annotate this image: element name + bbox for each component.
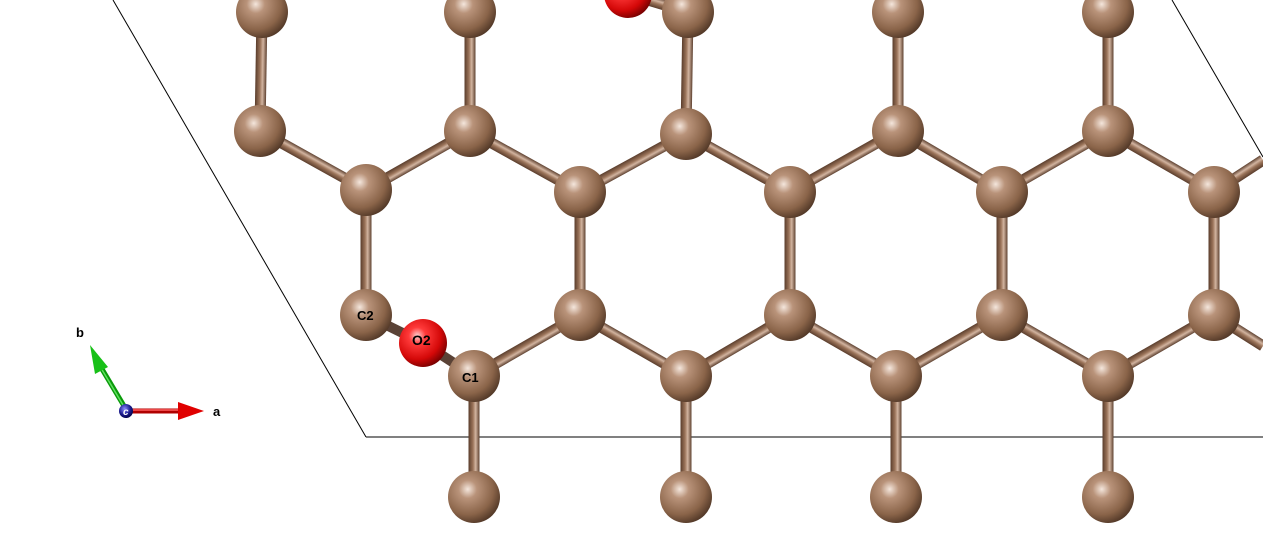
bond xyxy=(468,376,480,497)
carbon-atom[interactable] xyxy=(872,0,924,38)
axis-b-label: b xyxy=(76,325,84,340)
bond xyxy=(680,11,694,135)
bond xyxy=(999,310,1111,381)
atom-labels: C2 O2 C1 xyxy=(357,308,479,385)
carbon-atom[interactable] xyxy=(872,105,924,157)
carbon-atom[interactable] xyxy=(1082,0,1134,38)
bond xyxy=(574,192,586,315)
bond xyxy=(467,126,583,197)
carbon-atom[interactable] xyxy=(764,166,816,218)
bond xyxy=(680,376,692,497)
bond xyxy=(787,126,901,197)
axis-b-shaft-highlight xyxy=(97,362,127,411)
carbon-atom[interactable] xyxy=(444,105,496,157)
unit-cell-edge-left xyxy=(112,0,367,438)
carbon-atom[interactable] xyxy=(1082,105,1134,157)
carbon-atom[interactable] xyxy=(660,108,712,160)
carbon-atom[interactable] xyxy=(448,471,500,523)
bond xyxy=(1102,376,1114,497)
carbon-atom[interactable] xyxy=(554,166,606,218)
label-o2: O2 xyxy=(412,332,431,348)
carbon-atom[interactable] xyxy=(236,0,288,38)
axis-a-label: a xyxy=(213,404,221,419)
bond xyxy=(1105,310,1217,381)
bond xyxy=(577,310,689,381)
axis-a-arrowhead xyxy=(178,402,204,420)
label-c2: C2 xyxy=(357,308,374,323)
bond xyxy=(996,192,1008,315)
axis-c-label: c xyxy=(123,407,129,418)
atoms xyxy=(234,0,1240,523)
bond xyxy=(464,12,476,131)
bond xyxy=(784,192,796,315)
bond xyxy=(683,129,793,197)
carbon-atom[interactable] xyxy=(1188,289,1240,341)
bond xyxy=(999,126,1111,197)
carbon-atom[interactable] xyxy=(976,289,1028,341)
bond xyxy=(1105,126,1217,197)
carbon-atom[interactable] xyxy=(1082,350,1134,402)
carbon-atom[interactable] xyxy=(870,471,922,523)
carbon-atom[interactable] xyxy=(662,0,714,38)
bond xyxy=(360,190,372,315)
carbon-atom[interactable] xyxy=(444,0,496,38)
bond xyxy=(254,11,268,132)
bond xyxy=(787,310,899,381)
bond xyxy=(257,126,369,195)
bond xyxy=(890,376,902,497)
carbon-atom[interactable] xyxy=(870,350,922,402)
bond xyxy=(471,310,583,381)
carbon-atom[interactable] xyxy=(764,289,816,341)
unit-cell-edge-right xyxy=(1171,0,1263,158)
bond xyxy=(1102,12,1114,131)
bond xyxy=(893,310,1005,381)
bond xyxy=(577,129,689,197)
carbon-atom[interactable] xyxy=(234,105,286,157)
carbon-atom[interactable] xyxy=(554,289,606,341)
bond xyxy=(683,310,793,381)
bond xyxy=(1208,192,1220,315)
axis-indicator: c a b xyxy=(76,325,221,420)
carbon-atom[interactable] xyxy=(976,166,1028,218)
atom-c2[interactable] xyxy=(340,289,392,341)
oxygen-atom-top[interactable] xyxy=(604,0,652,18)
axis-b-arrowhead xyxy=(90,345,108,374)
atom-o2[interactable] xyxy=(399,319,447,367)
axis-c-marker xyxy=(119,404,133,418)
label-c1: C1 xyxy=(462,370,479,385)
carbon-atom[interactable] xyxy=(340,164,392,216)
bonds xyxy=(254,0,1263,497)
bond xyxy=(892,12,904,131)
carbon-atom[interactable] xyxy=(1082,471,1134,523)
atom-c1[interactable] xyxy=(448,350,500,402)
carbon-atom[interactable] xyxy=(660,471,712,523)
bond xyxy=(363,126,473,195)
bond xyxy=(895,126,1005,197)
carbon-atom[interactable] xyxy=(660,350,712,402)
carbon-atom[interactable] xyxy=(1188,166,1240,218)
